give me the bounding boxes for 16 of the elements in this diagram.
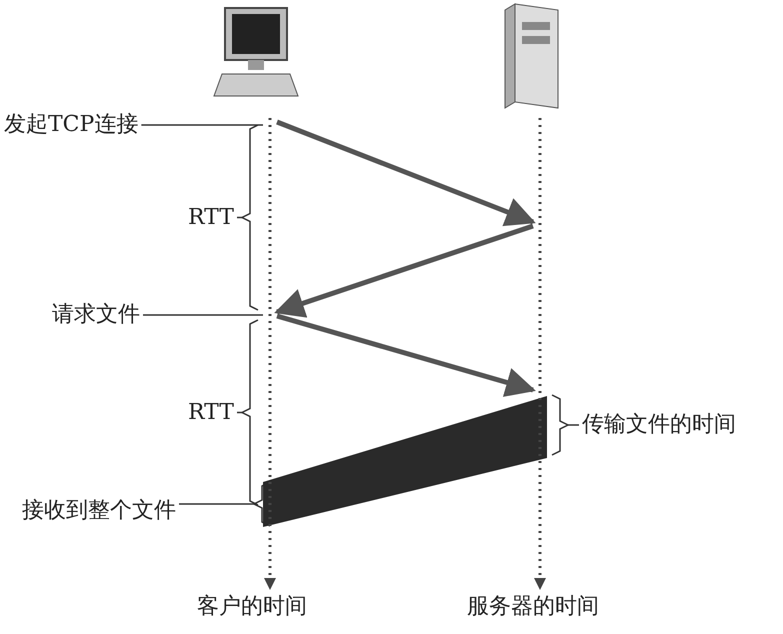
axis-label: 客户的时间 [197,594,307,620]
event-label: 请求文件 [52,302,140,328]
message-arrow [274,224,534,318]
bracket-label: 传输文件的时间 [582,412,736,438]
leader-line [141,124,263,126]
leader-line [143,314,263,316]
message-arrow [276,314,536,397]
bracket-label: 接收到整个文件 [22,498,176,524]
message-arrow [276,120,536,226]
event-label: 发起TCP连接 [4,112,138,138]
timeline-arrow [533,118,547,592]
bracket-label: RTT [188,205,234,231]
bracket-label: RTT [188,400,234,426]
axis-label: 服务器的时间 [467,594,599,620]
data-transfer-band [263,396,547,527]
timeline-arrow [263,118,277,592]
